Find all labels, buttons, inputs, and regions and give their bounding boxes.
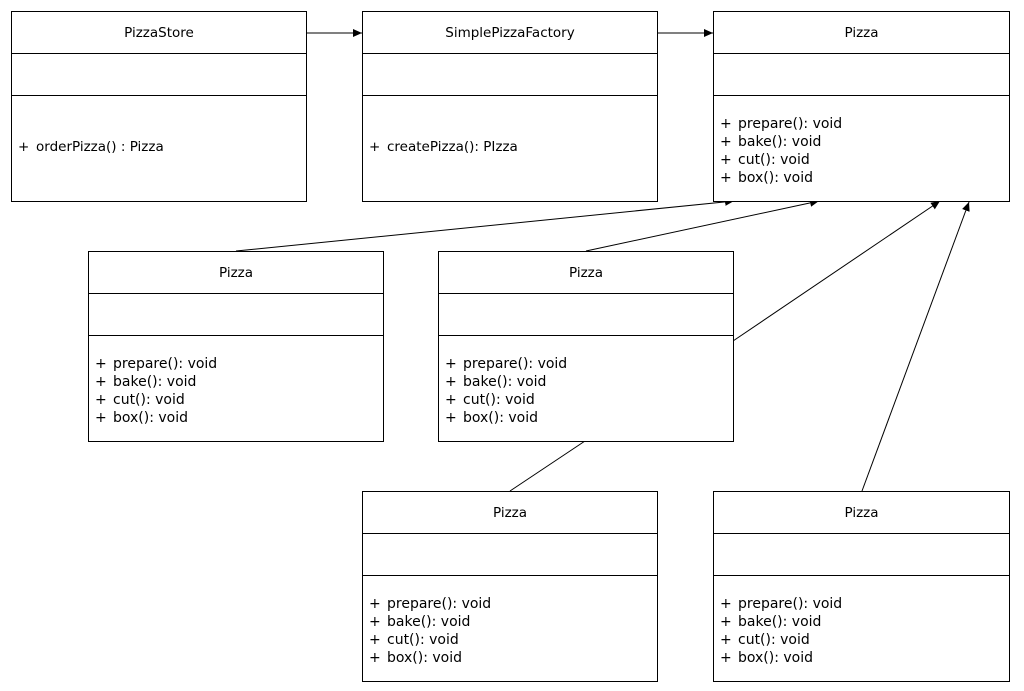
class-pizza-b[interactable]: Pizza +prepare(): void +bake(): void +cu… bbox=[438, 251, 734, 442]
methods-compartment: +prepare(): void +bake(): void +cut(): v… bbox=[363, 576, 657, 667]
class-name: Pizza bbox=[714, 492, 1009, 534]
line-pizza-c-to-pizza-b bbox=[509, 440, 586, 492]
class-pizza-c[interactable]: Pizza +prepare(): void +bake(): void +cu… bbox=[362, 491, 658, 682]
class-name: Pizza bbox=[363, 492, 657, 534]
method-row: +cut(): void bbox=[95, 392, 185, 408]
class-simple-pizza-factory[interactable]: SimplePizzaFactory +createPizza(): PIzza bbox=[362, 11, 658, 202]
method-row: +cut(): void bbox=[369, 632, 459, 648]
method-row: +box(): void bbox=[720, 170, 814, 186]
attributes-compartment bbox=[363, 54, 657, 96]
class-name: PizzaStore bbox=[12, 12, 306, 54]
arrow-pizza-b-to-base bbox=[585, 198, 820, 252]
attributes-compartment bbox=[12, 54, 306, 96]
method-row: +bake(): void bbox=[720, 134, 822, 150]
attributes-compartment bbox=[714, 534, 1009, 576]
class-pizza-base[interactable]: Pizza +prepare(): void +bake(): void +cu… bbox=[713, 11, 1010, 202]
method-row: +box(): void bbox=[95, 410, 189, 426]
method-row: +prepare(): void bbox=[95, 356, 218, 372]
method-row: +prepare(): void bbox=[369, 596, 492, 612]
method-row: +cut(): void bbox=[720, 152, 810, 168]
methods-compartment: +prepare(): void +bake(): void +cut(): v… bbox=[439, 336, 733, 427]
class-name: Pizza bbox=[714, 12, 1009, 54]
class-name: Pizza bbox=[439, 252, 733, 294]
method-row: +orderPizza() : Pizza bbox=[18, 139, 164, 155]
attributes-compartment bbox=[439, 294, 733, 336]
arrow-pizza-d-to-base bbox=[861, 201, 970, 492]
arrow-pizza-a-to-base bbox=[235, 197, 735, 252]
methods-compartment: +prepare(): void +bake(): void +cut(): v… bbox=[714, 96, 1009, 187]
method-row: +bake(): void bbox=[720, 614, 822, 630]
attributes-compartment bbox=[363, 534, 657, 576]
arrow-pizza-b-side-to-base bbox=[732, 200, 941, 342]
method-row: +box(): void bbox=[445, 410, 539, 426]
attributes-compartment bbox=[714, 54, 1009, 96]
method-row: +box(): void bbox=[369, 650, 463, 666]
method-row: +prepare(): void bbox=[445, 356, 568, 372]
method-row: +cut(): void bbox=[445, 392, 535, 408]
class-name: SimplePizzaFactory bbox=[363, 12, 657, 54]
class-pizza-d[interactable]: Pizza +prepare(): void +bake(): void +cu… bbox=[713, 491, 1010, 682]
method-row: +box(): void bbox=[720, 650, 814, 666]
method-row: +prepare(): void bbox=[720, 596, 843, 612]
class-pizza-store[interactable]: PizzaStore +orderPizza() : Pizza bbox=[11, 11, 307, 202]
method-row: +prepare(): void bbox=[720, 116, 843, 132]
class-pizza-a[interactable]: Pizza +prepare(): void +bake(): void +cu… bbox=[88, 251, 384, 442]
methods-compartment: +prepare(): void +bake(): void +cut(): v… bbox=[714, 576, 1009, 667]
method-row: +createPizza(): PIzza bbox=[369, 139, 518, 155]
class-name: Pizza bbox=[89, 252, 383, 294]
method-row: +bake(): void bbox=[95, 374, 197, 390]
attributes-compartment bbox=[89, 294, 383, 336]
methods-compartment: +orderPizza() : Pizza bbox=[12, 96, 306, 156]
method-row: +bake(): void bbox=[369, 614, 471, 630]
methods-compartment: +createPizza(): PIzza bbox=[363, 96, 657, 156]
methods-compartment: +prepare(): void +bake(): void +cut(): v… bbox=[89, 336, 383, 427]
method-row: +cut(): void bbox=[720, 632, 810, 648]
method-row: +bake(): void bbox=[445, 374, 547, 390]
